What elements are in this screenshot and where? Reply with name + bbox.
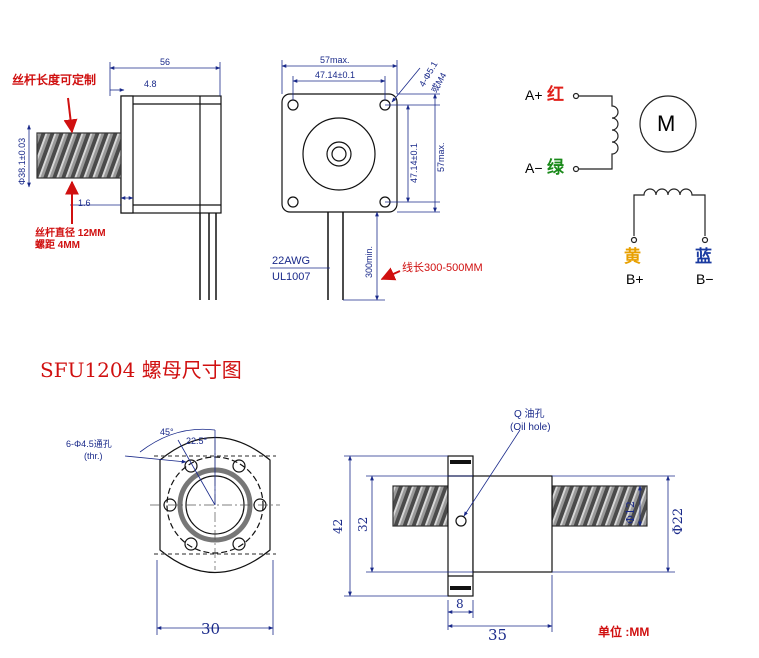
nut-hole-5 — [184, 537, 198, 551]
shaft-circle-outer — [326, 141, 352, 167]
dim-32: 32 — [356, 516, 370, 532]
screw-pitch-note: 螺距 4MM — [35, 240, 80, 251]
dim-shaft-diameter: Φ38.1±0.03 — [17, 137, 27, 185]
front-dimension-lines — [270, 60, 440, 301]
label-b-plus: B+ — [626, 271, 644, 287]
dim-8: 8 — [456, 597, 464, 611]
dim-wire-min: 300min. — [364, 245, 374, 278]
boss-circle — [302, 117, 376, 191]
shaft-circle — [331, 146, 347, 162]
angle-45: 45° — [160, 427, 174, 437]
nut-body-side — [472, 475, 553, 573]
nut-hole-2 — [232, 459, 246, 473]
nut-hole-label: 6-Φ4.5通孔 — [66, 439, 112, 449]
lead-screw-nut-left — [392, 485, 449, 527]
label-a-minus: A− — [525, 160, 543, 176]
side-dimension-lines — [27, 62, 221, 206]
unit-label: 单位 :MM — [598, 625, 650, 639]
nut-hole-label-thr: (thr.) — [84, 451, 103, 461]
nut-side-dims — [344, 429, 675, 632]
dim-length: 56 — [160, 57, 171, 67]
wire-awg: 22AWG — [272, 255, 311, 267]
screw-length-arrow — [63, 97, 78, 134]
dim-height-max: 57max. — [436, 142, 446, 172]
dim-step-b: 1.6 — [78, 198, 91, 208]
dim-12: Φ12 — [624, 500, 637, 524]
wire-ul: UL1007 — [272, 271, 311, 283]
coil-b — [633, 188, 706, 236]
nut-side-view — [392, 455, 648, 597]
motor-symbol — [639, 95, 697, 153]
screw-diameter-note: 丝杆直径 12MM — [35, 228, 106, 239]
lead-screw-nut-right — [551, 485, 648, 527]
label-a-plus: A+ — [525, 87, 543, 103]
wire-length-note: 线长300-500MM — [402, 262, 483, 274]
motor-side-view — [36, 95, 222, 300]
label-b-minus: B− — [696, 271, 714, 287]
oil-hole-cn: Q 油孔 — [514, 409, 545, 420]
oil-hole-en: (Oil hole) — [510, 422, 551, 433]
wire-length-arrow — [380, 267, 401, 281]
oil-hole — [455, 515, 467, 527]
dim-35: 35 — [488, 626, 508, 644]
motor-flange-side — [120, 95, 134, 214]
motor-body-side — [120, 95, 222, 214]
nut-hole-1 — [184, 459, 198, 473]
nut-section-title: SFU1204 螺母尺寸图 — [40, 358, 242, 382]
motor-face — [281, 93, 398, 213]
label-yellow: 黄 — [624, 247, 641, 266]
wiring-diagram — [572, 92, 709, 244]
screw-length-note: 丝杆长度可定制 — [12, 73, 97, 87]
dim-hole-spacing-h: 47.14±0.1 — [315, 70, 355, 80]
dim-hole-spacing-v: 47.14±0.1 — [409, 143, 419, 183]
angle-22-5: 22.5° — [186, 436, 208, 446]
label-red: 红 — [547, 85, 564, 104]
dim-step-a: 4.8 — [144, 79, 157, 89]
dim-22: Φ22 — [671, 507, 686, 535]
motor-letter: M — [657, 111, 676, 136]
lead-screw-side — [36, 132, 122, 179]
label-green: 绿 — [547, 158, 564, 177]
label-blue: 蓝 — [695, 247, 712, 266]
dim-42: 42 — [331, 518, 345, 534]
nut-front-dims — [124, 428, 274, 635]
motor-front-view — [281, 93, 398, 300]
nut-hole-6 — [232, 537, 246, 551]
coil-a — [579, 95, 619, 170]
dim-flange-width: 30 — [201, 620, 221, 638]
mounting-hole-bl — [287, 196, 299, 208]
dim-width-max: 57max. — [320, 55, 350, 65]
